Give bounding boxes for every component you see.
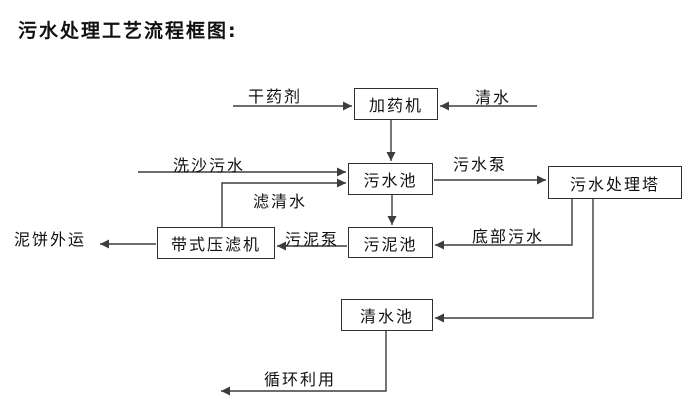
arrow-tower-to-clean-pool	[435, 199, 594, 323]
node-clean-water-pool: 清水池	[341, 299, 433, 331]
node-belt-filter-press: 带式压滤机	[157, 227, 275, 259]
page-title: 污水处理工艺流程框图:	[18, 20, 238, 42]
node-sewage-treatment-tower: 污水处理塔	[548, 166, 682, 199]
edge-label-sewage-pump: 污水泵	[453, 155, 508, 174]
arrow-bottom-sewage-to-sludge-pool	[435, 199, 573, 250]
arrow-filtered-water-to-sewage-pool	[221, 178, 346, 227]
edge-label-filtered-water: 滤清水	[253, 192, 308, 211]
edge-label-bottom-sewage: 底部污水	[472, 227, 545, 246]
arrow-recycle-use	[221, 331, 387, 396]
node-dosing-machine: 加药机	[354, 88, 438, 120]
edge-label-sand-washing-sewage: 洗沙污水	[173, 156, 246, 175]
edge-label-mud-cake-out: 泥饼外运	[14, 230, 87, 249]
edge-label-recycle-use: 循环利用	[264, 370, 337, 389]
node-sludge-pool: 污泥池	[348, 227, 433, 258]
edge-label-sludge-pump: 污泥泵	[285, 230, 340, 249]
edge-label-clean-water: 清水	[475, 88, 512, 107]
edge-label-dry-agent: 干药剂	[248, 87, 303, 106]
node-sewage-pool: 污水池	[348, 163, 433, 195]
